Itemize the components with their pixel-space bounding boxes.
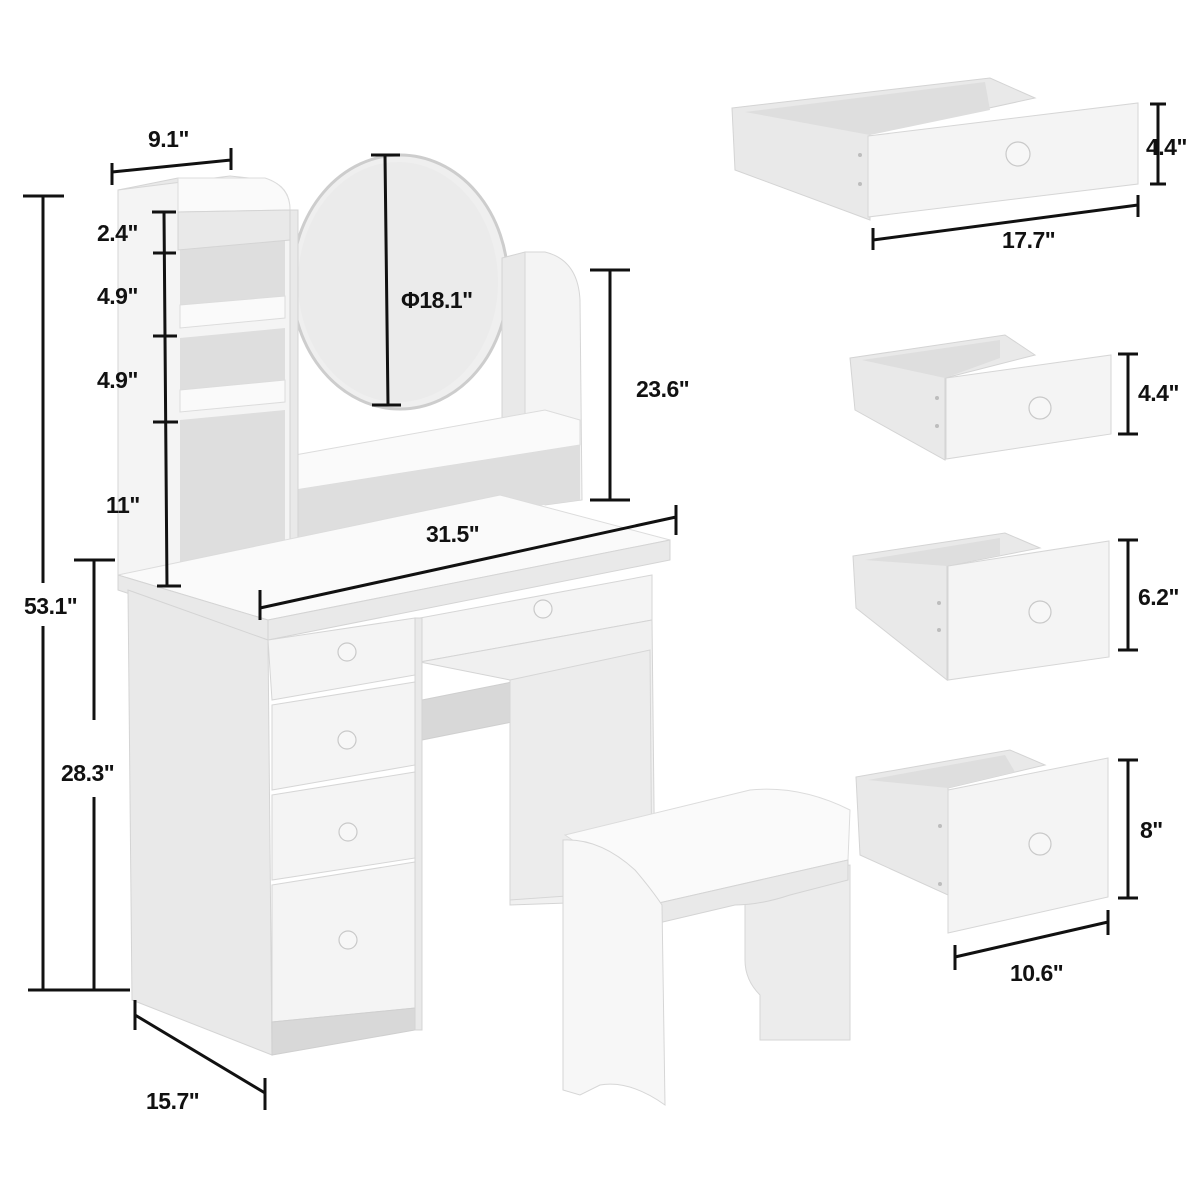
- small-drawer-3-width-label: 10.6": [1010, 960, 1064, 986]
- shelf-tower: [117, 175, 291, 586]
- small-drawer-2: [852, 532, 1110, 682]
- small-drawer-1-height-label: 4.4": [1138, 380, 1179, 406]
- stool: [562, 788, 851, 1106]
- wide-drawer: [731, 77, 1139, 221]
- mirror-diameter-label: Φ18.1": [401, 287, 473, 313]
- small-drawer-2-height-label: 6.2": [1138, 584, 1179, 610]
- shelf-height-bottom-label: 11": [106, 492, 140, 518]
- drawer-knob: [338, 822, 358, 842]
- drawer-knob: [1028, 396, 1052, 420]
- hutch: [289, 209, 583, 571]
- shelf-height-2-label: 4.9": [97, 283, 138, 309]
- dimension-lines: [23, 102, 1166, 1110]
- total-height-label: 53.1": [24, 593, 78, 619]
- drawer-knob: [338, 930, 358, 950]
- small-drawer-3-height-label: 8": [1140, 817, 1163, 843]
- drawer-knob: [337, 730, 357, 750]
- wide-drawer-width-label: 17.7": [1002, 227, 1056, 253]
- drawer-knob: [1028, 832, 1052, 856]
- center-drawer-knob: [533, 599, 553, 619]
- round-mirror: [290, 153, 510, 411]
- shelf-width-label: 9.1": [148, 126, 189, 152]
- wide-drawer-height-label: 4.4": [1146, 134, 1187, 160]
- drawer-knob: [1028, 600, 1052, 624]
- drawer-knob: [1005, 141, 1031, 167]
- shelf-height-3-label: 4.9": [97, 367, 138, 393]
- small-drawer-3: [855, 749, 1109, 934]
- small-drawer-1: [849, 334, 1112, 461]
- cabinet-side-panel: [127, 589, 273, 1056]
- hutch-height-label: 23.6": [636, 376, 690, 402]
- drawer-knob: [337, 642, 357, 662]
- drawer-column: [267, 617, 416, 1056]
- desk-width-label: 31.5": [426, 521, 480, 547]
- desk-top: [117, 494, 671, 641]
- desk-height-label: 28.3": [61, 760, 115, 786]
- vanity-desk: [117, 153, 851, 1106]
- shelf-height-top-label: 2.4": [97, 220, 138, 246]
- depth-label: 15.7": [146, 1088, 200, 1114]
